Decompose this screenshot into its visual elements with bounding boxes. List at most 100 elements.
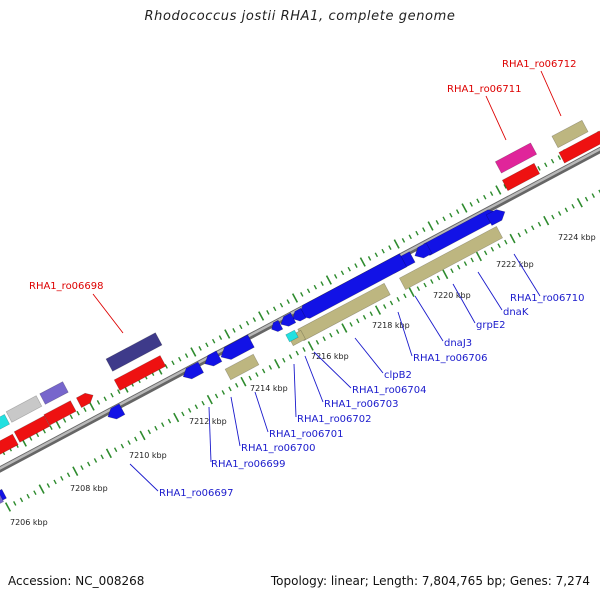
feature-khaki-dnaK[interactable] <box>398 225 504 291</box>
label-clpB2-leader <box>354 337 384 374</box>
upper-tick <box>455 209 460 214</box>
lower-tick <box>33 490 37 496</box>
label-grpE2[interactable]: grpE2 <box>476 320 506 331</box>
upper-tick <box>325 275 332 285</box>
label-dnaK-leader <box>477 271 503 311</box>
upper-tick <box>291 293 299 303</box>
lower-tick <box>240 376 247 387</box>
feature-red-06698[interactable] <box>113 355 167 391</box>
label-RHA1_ro06699[interactable]: RHA1_ro06699 <box>211 459 286 470</box>
label-RHA1_ro06700[interactable]: RHA1_ro06700 <box>241 443 316 454</box>
feature-magenta[interactable] <box>494 142 538 174</box>
label-RHA1_ro06704[interactable]: RHA1_ro06704 <box>352 385 427 396</box>
lower-tick <box>100 454 104 460</box>
label-RHA1_ro06701[interactable]: RHA1_ro06701 <box>269 429 344 440</box>
lower-tick <box>206 394 213 405</box>
lower-tick <box>26 493 30 499</box>
label-RHA1_ro06706-leader <box>397 311 413 357</box>
gene-RHA1_ro06700[interactable] <box>204 350 223 367</box>
upper-tick <box>442 216 446 222</box>
lower-tick <box>322 336 326 342</box>
label-RHA1_ro06711[interactable]: RHA1_ro06711 <box>447 84 522 95</box>
lower-tick <box>255 372 259 377</box>
feature-red-c[interactable] <box>0 433 19 458</box>
upper-tick <box>340 270 345 276</box>
lower-tick <box>221 390 225 395</box>
label-RHA1_ro06710[interactable]: RHA1_ro06710 <box>510 293 585 304</box>
lower-tick <box>396 297 400 302</box>
label-RHA1_ro06697[interactable]: RHA1_ro06697 <box>159 488 234 499</box>
lower-tick <box>470 257 474 263</box>
feature-gray[interactable] <box>5 395 43 423</box>
upper-tick <box>205 342 209 348</box>
upper-tick <box>347 266 351 272</box>
feature-khaki-top[interactable] <box>551 119 589 149</box>
lower-tick <box>537 221 542 227</box>
feature-lavender-edge[interactable] <box>0 493 5 507</box>
feature-red-06711[interactable] <box>501 162 541 192</box>
gene-RHA1_ro06701[interactable] <box>220 334 255 360</box>
label-clpB2[interactable]: clpB2 <box>384 370 412 381</box>
lower-tick <box>235 382 239 388</box>
lower-tick <box>13 501 17 506</box>
label-dnaJ3[interactable]: dnaJ3 <box>444 338 472 349</box>
lower-tick <box>139 430 146 441</box>
feature-cyan[interactable] <box>285 329 299 343</box>
lower-tick <box>457 264 461 270</box>
lower-tick <box>80 465 84 470</box>
label-RHA1_ro06706[interactable]: RHA1_ro06706 <box>413 353 488 364</box>
kbp-label: 7216 kbp <box>311 352 349 361</box>
upper-tick <box>461 203 468 213</box>
feature-red-06712[interactable] <box>558 130 600 164</box>
label-RHA1_ro06704-leader <box>313 351 352 389</box>
lower-tick <box>389 300 394 306</box>
gene-RHA1_ro06702[interactable] <box>271 319 284 332</box>
gene-RHA1_ro06703[interactable] <box>280 312 297 327</box>
lower-tick <box>576 197 583 208</box>
upper-tick <box>483 194 487 200</box>
feature-navy[interactable] <box>105 332 163 372</box>
lower-tick <box>374 305 382 315</box>
label-RHA1_ro06712-leader <box>540 70 562 117</box>
upper-tick <box>374 252 379 258</box>
kbp-label: 7224 kbp <box>558 233 596 242</box>
feature-lavender[interactable] <box>39 381 69 405</box>
gene-labels: RHA1_ro06697 RHA1_ro06699 RHA1_ro06700 RHA1… <box>29 59 585 499</box>
label-RHA1_ro06702[interactable]: RHA1_ro06702 <box>297 414 372 425</box>
gene-RHA1_ro06697[interactable] <box>107 403 126 420</box>
feature-red-b[interactable] <box>13 415 51 443</box>
kbp-label: 7212 kbp <box>189 417 227 426</box>
upper-tick <box>476 198 480 204</box>
gene-grpE2[interactable] <box>414 242 433 259</box>
upper-tick <box>198 346 202 351</box>
lower-tick <box>268 365 273 370</box>
lower-tick <box>584 196 589 202</box>
label-dnaK[interactable]: dnaK <box>503 307 529 318</box>
label-RHA1_ro06698[interactable]: RHA1_ro06698 <box>29 281 104 292</box>
lower-tick <box>46 483 51 488</box>
gene-RHA1_ro06710[interactable] <box>485 209 506 226</box>
feature-red-a[interactable] <box>43 400 77 426</box>
label-grpE2-leader <box>452 283 476 324</box>
lower-tick <box>4 502 12 512</box>
upper-tick <box>35 432 40 438</box>
feature-khaki-small[interactable] <box>288 329 306 347</box>
upper-tick <box>164 364 168 369</box>
upper-tick <box>415 230 419 236</box>
label-RHA1_ro06703[interactable]: RHA1_ro06703 <box>324 399 399 410</box>
gene-RHA1_ro06699[interactable] <box>182 361 205 380</box>
feature-khaki-06700[interactable] <box>224 353 260 381</box>
lower-tick <box>282 357 286 363</box>
lower-tick <box>181 411 185 417</box>
feature-cyan-left[interactable] <box>0 413 11 431</box>
gene-RHA1_ro06704[interactable] <box>292 307 307 322</box>
upper-tick <box>381 248 385 254</box>
upper-tick <box>544 162 548 168</box>
upper-tick <box>286 299 290 304</box>
lower-tick <box>509 233 516 244</box>
upper-tick <box>435 220 440 225</box>
label-RHA1_ro06712[interactable]: RHA1_ro06712 <box>502 59 577 70</box>
lower-tick <box>87 461 91 467</box>
feature-red-arrow[interactable] <box>75 392 94 409</box>
